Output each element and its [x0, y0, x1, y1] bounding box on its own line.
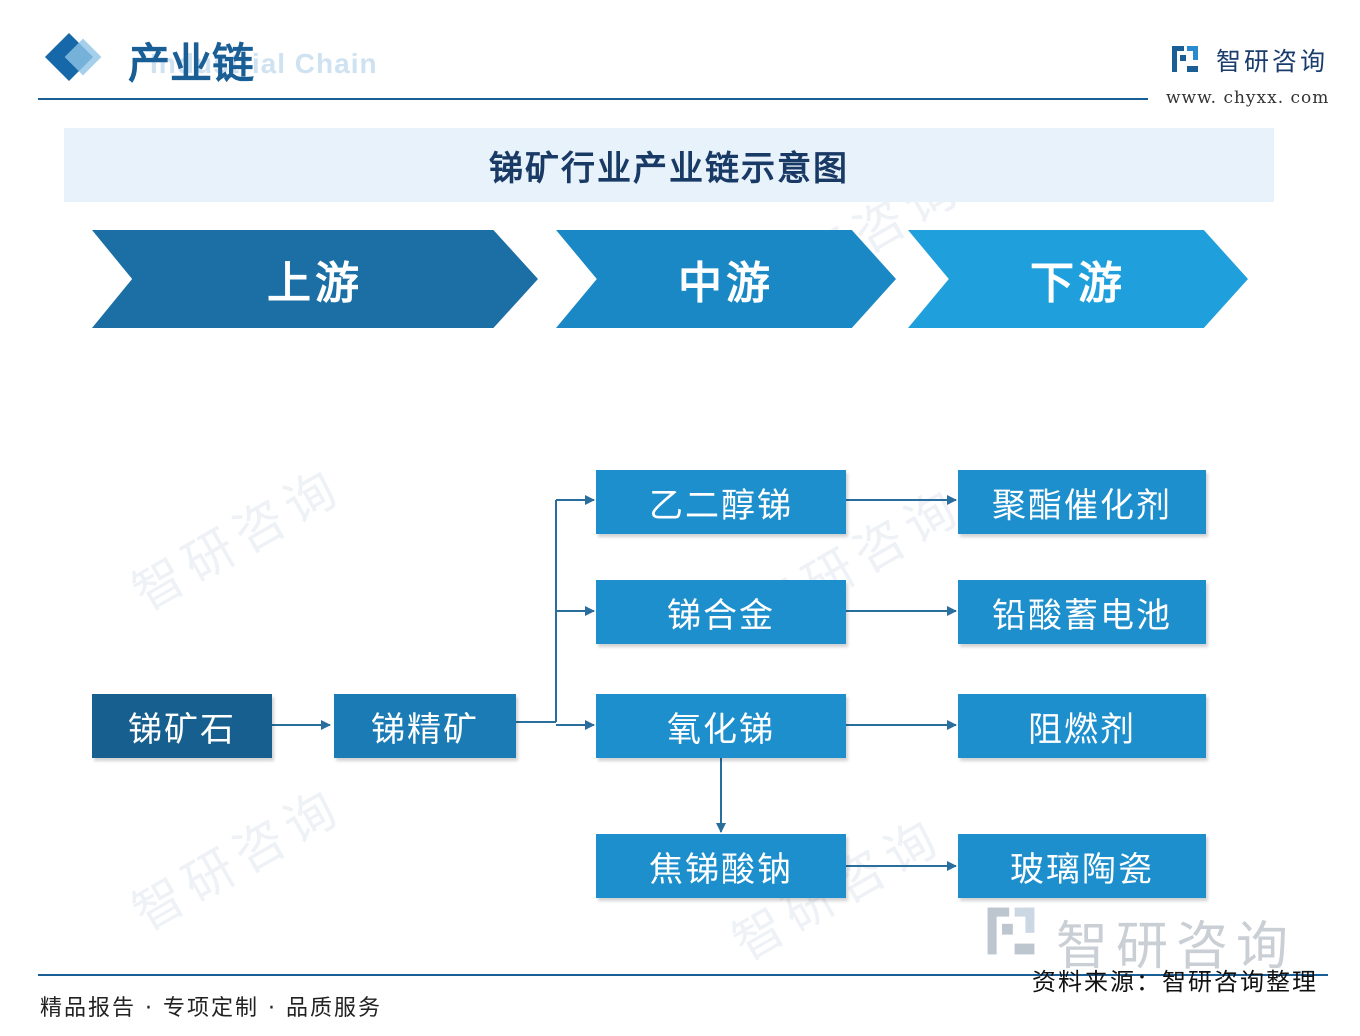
node-antimony-glycol: 乙二醇锑 — [596, 470, 846, 534]
node-polyester-catalyst: 聚酯催化剂 — [958, 470, 1206, 534]
brand-name: 智研咨询 — [1216, 47, 1329, 76]
node-antimony-ore: 锑矿石 — [92, 694, 272, 758]
watermark-text: 智研咨询 — [123, 456, 353, 623]
diagram-title-band: 锑矿行业产业链示意图 — [64, 128, 1274, 202]
footer-source: 资料来源：智研咨询整理 — [1032, 968, 1318, 996]
node-sodium-pyroantimonate: 焦锑酸钠 — [596, 834, 846, 898]
diagram-title: 锑矿行业产业链示意图 — [489, 148, 849, 189]
footer-slogan: 精品报告 · 专项定制 · 品质服务 — [40, 996, 382, 1021]
node-glass-ceramics: 玻璃陶瓷 — [958, 834, 1206, 898]
watermark-logo-icon — [987, 907, 1035, 955]
stage-midstream: 中游 — [556, 230, 896, 328]
brand-logo-icon — [1172, 46, 1198, 72]
node-lead-acid-battery: 铅酸蓄电池 — [958, 580, 1206, 644]
page-title: 产业链 — [128, 39, 255, 88]
header-subtitle-en: Industrial Chain — [150, 48, 378, 79]
brand-url: www. chyxx. com — [1166, 88, 1330, 108]
node-antimony-oxide: 氧化锑 — [596, 694, 846, 758]
watermark-brand: 智研咨询 — [1056, 917, 1297, 977]
footer-divider — [38, 974, 1328, 976]
watermark-text: 智研咨询 — [123, 776, 353, 943]
stage-upstream: 上游 — [92, 230, 538, 328]
node-flame-retardant: 阻燃剂 — [958, 694, 1206, 758]
stage-downstream: 下游 — [908, 230, 1248, 328]
header-divider — [38, 98, 1148, 100]
node-antimony-concentrate: 锑精矿 — [334, 694, 516, 758]
node-antimony-alloy: 锑合金 — [596, 580, 846, 644]
